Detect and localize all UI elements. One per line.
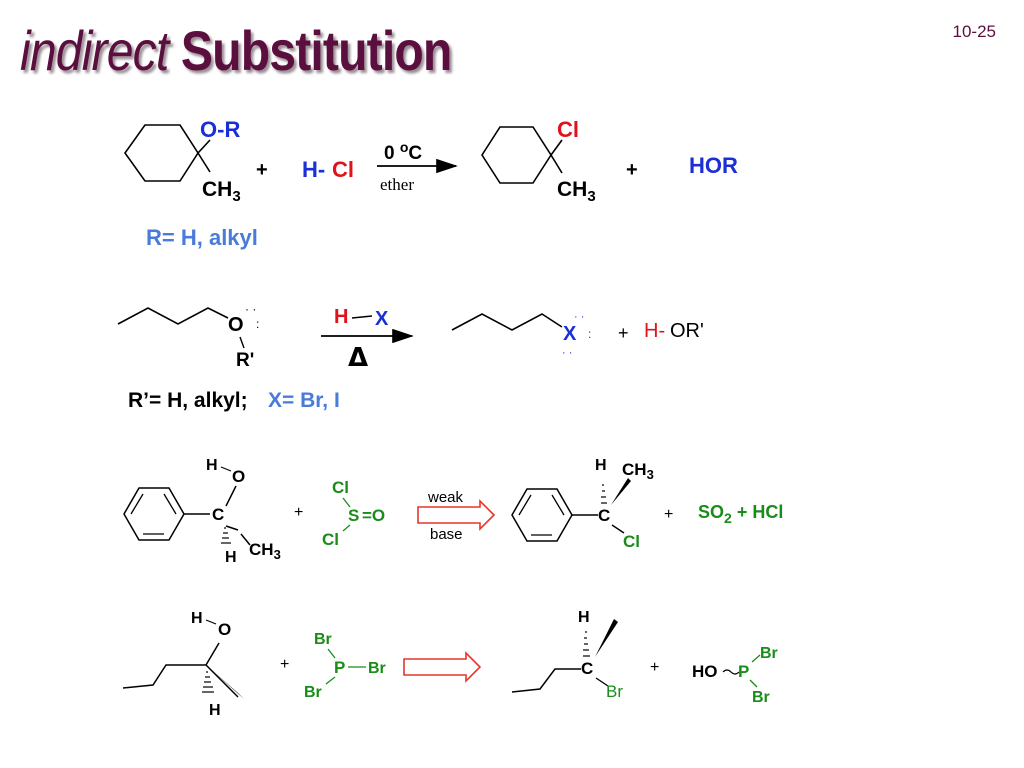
product-methyl: CH3 (622, 460, 654, 482)
condition-solvent: ether (380, 175, 414, 194)
byproduct-ho: HO (692, 662, 718, 681)
oxygen-label: O (228, 314, 244, 336)
svg-text::: : (588, 327, 591, 341)
reaction2: O · · : R' H X Δ X · · : · · + H- OR' R’… (117, 302, 704, 412)
plus-sign: + (256, 159, 268, 181)
title-italic-part: indirect (20, 19, 169, 82)
benzene-ring (123, 487, 185, 541)
product-ring (481, 126, 552, 184)
methyl-label: CH3 (249, 540, 281, 562)
lone-pair-dots: : (256, 317, 259, 331)
svg-text:· ·: · · (574, 311, 584, 323)
wedge-bond (611, 478, 631, 505)
hashed-bond (601, 484, 607, 504)
oh-hydrogen: H (191, 610, 203, 627)
plus-sign: + (650, 659, 659, 676)
plus-sign: + (664, 506, 673, 523)
product-h: H (595, 457, 607, 474)
title-bold-part: Substitution (180, 19, 452, 82)
plus-sign: + (626, 159, 638, 181)
socl2-cl-bottom: Cl (322, 530, 339, 549)
byproduct-phosphorus: P (738, 662, 749, 681)
alkyl-chain (117, 307, 229, 325)
product-methyl: CH3 (557, 178, 596, 205)
product-benzene-ring (511, 488, 573, 542)
hashed-bond (221, 527, 231, 544)
r-note: R= H, alkyl (146, 225, 258, 250)
oh-hydrogen: H (206, 457, 218, 474)
reaction-arrow (403, 651, 482, 683)
reagent-cl: Cl (332, 157, 354, 182)
product-chain (451, 313, 563, 331)
wedge-bond (206, 665, 244, 699)
pbr3-br-bottom: Br (304, 684, 322, 701)
plus-sign: + (294, 504, 303, 521)
arrow-label-weak: weak (427, 489, 464, 506)
heat-delta: Δ (348, 343, 368, 373)
carbon-label: C (212, 505, 224, 524)
r-prime-label: R' (236, 350, 254, 371)
lone-pair-dots: · · (245, 302, 256, 316)
product-x: X (563, 323, 577, 345)
hashed-bond (202, 671, 214, 693)
plus-sign: + (280, 656, 289, 673)
hx-x: X (375, 308, 389, 330)
byproduct-or: OR' (670, 320, 704, 342)
slide-title: indirect Substitution (20, 18, 452, 83)
byproduct-h: H- (644, 320, 665, 342)
oh-oxygen: O (218, 620, 231, 639)
product-carbon: C (598, 506, 610, 525)
reaction-arrow (417, 499, 496, 531)
wedge-bond (595, 619, 618, 657)
or-substituent: O-R (200, 117, 240, 142)
socl2-cl-top: Cl (332, 478, 349, 497)
socl2-oxygen: =O (362, 506, 385, 525)
reaction1: O-R CH3 + H- Cl 0 oC ether Cl CH3 + HOR … (124, 117, 738, 250)
reaction3: C O H CH3 H + Cl S =O Cl weak base (123, 457, 783, 566)
product-carbon: C (581, 659, 593, 678)
condition-temp: 0 oC (384, 139, 422, 164)
alkyl-chain (122, 664, 239, 698)
byproduct-br-bottom: Br (752, 689, 770, 706)
h-label: H (209, 702, 221, 719)
svg-text:· ·: · · (562, 347, 572, 359)
product-bromine: Br (606, 682, 623, 701)
pbr3-br-top: Br (314, 631, 332, 648)
hx-h: H (334, 306, 348, 328)
methyl-label: CH3 (202, 178, 241, 205)
hashed-bond (583, 631, 590, 657)
r-prime-note: R’= H, alkyl; (128, 389, 248, 412)
product-chlorine: Cl (557, 117, 579, 142)
product-chain (511, 668, 581, 693)
byproducts: SO2 + HCl (698, 502, 783, 526)
oh-oxygen: O (232, 467, 245, 486)
product-h: H (578, 609, 590, 626)
h-label: H (225, 549, 237, 566)
arrow-label-base: base (430, 526, 463, 543)
x-note: X= Br, I (268, 389, 340, 412)
pbr3-phosphorus: P (334, 658, 345, 677)
cyclohexane-ring (124, 124, 199, 182)
byproduct-hor: HOR (689, 153, 738, 178)
plus-sign: + (618, 323, 629, 343)
product-chlorine: Cl (623, 532, 640, 551)
pbr3-br-right: Br (368, 660, 386, 677)
socl2-sulfur: S (348, 506, 359, 525)
reaction4: O H H + Br P Br Br C H (122, 609, 778, 719)
page-number: 10-25 (952, 22, 996, 41)
byproduct-br-top: Br (760, 645, 778, 662)
reagent-h: H- (302, 157, 325, 182)
